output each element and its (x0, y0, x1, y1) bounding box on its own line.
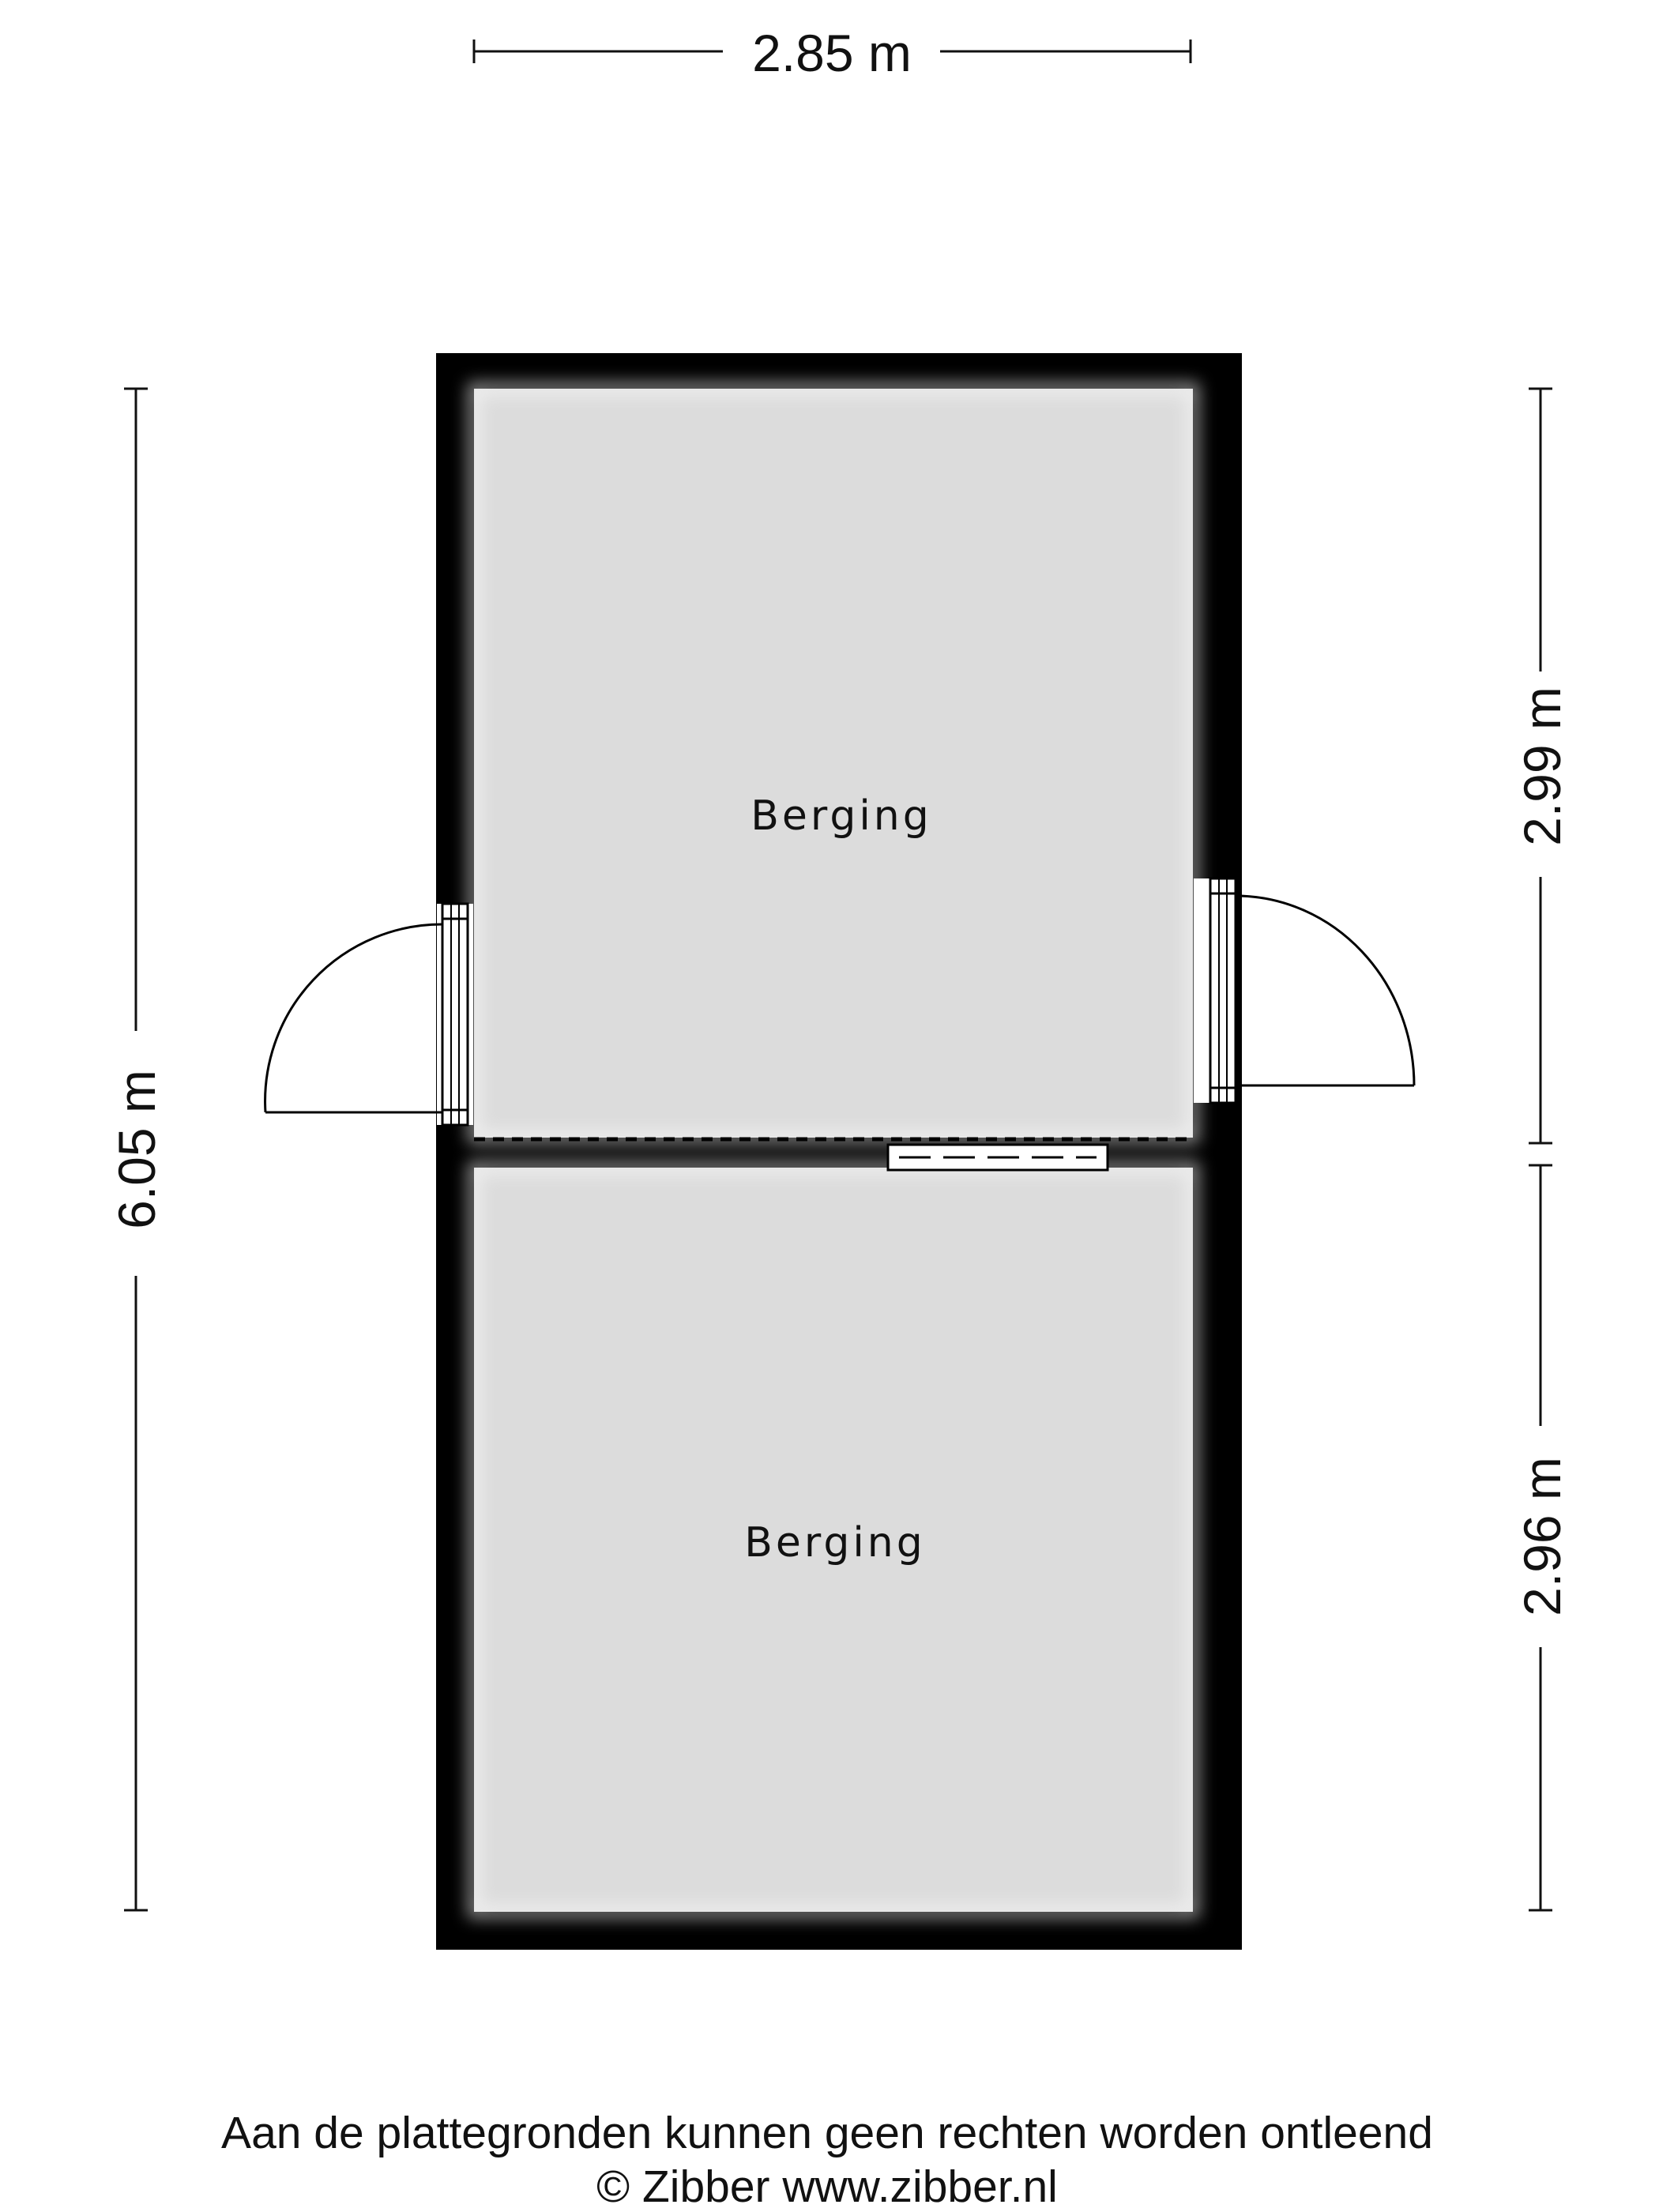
room-label-lower: Berging (744, 1519, 926, 1567)
footer-disclaimer: Aan de plattegronden kunnen geen rechten… (221, 2108, 1433, 2158)
door-left (264, 902, 473, 1127)
dimension-label-right-upper: 2.99 m (1513, 687, 1571, 846)
dimension-label-right-lower: 2.96 m (1513, 1457, 1571, 1616)
dimension-label-left: 6.05 m (107, 1070, 166, 1229)
internal-opening (886, 1143, 1109, 1172)
dimension-right-upper: 2.99 m (1513, 387, 1571, 1145)
dimension-left-height: 6.05 m (107, 387, 166, 1912)
dimension-right-lower: 2.96 m (1513, 1164, 1571, 1912)
dimension-label-top: 2.85 m (752, 24, 912, 82)
room-upper: Berging (468, 382, 1199, 1144)
footer: Aan de plattegronden kunnen geen rechten… (221, 2108, 1433, 2212)
dimension-top-width: 2.85 m (472, 24, 1192, 82)
footer-copyright: © Zibber www.zibber.nl (596, 2161, 1058, 2212)
room-label-upper: Berging (750, 792, 932, 840)
room-lower: Berging (468, 1161, 1199, 1918)
door-right (1194, 877, 1416, 1104)
